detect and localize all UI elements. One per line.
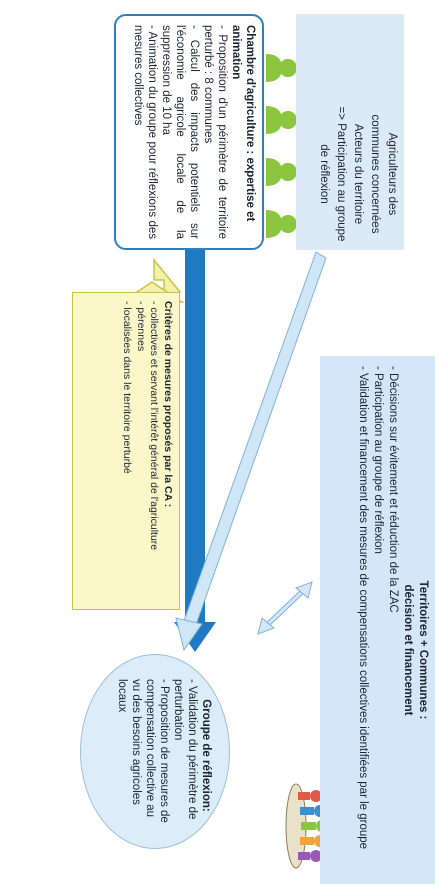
- criteres-box: Critères de mesures proposés par la CA :…: [72, 292, 180, 610]
- criteres-title: Critères de mesures proposés par la CA :: [162, 301, 174, 508]
- criteres-item: - localisées dans le territoire perturbé: [121, 301, 134, 474]
- territoires-item: - Participation au groupe de réflexion: [372, 366, 384, 554]
- territoires-item: - Décisions sur évitement et réduction d…: [387, 366, 399, 613]
- farmer-icon: [266, 106, 297, 134]
- chambre-item: - Animation du groupe pour réflexions de…: [132, 25, 158, 239]
- territoires-item: - Validation et financement des mesures …: [357, 366, 369, 850]
- chambre-item: - Proposition d'un périmètre de territoi…: [202, 25, 228, 239]
- chambre-item: - Calcul des impacts potentiels sur l'éc…: [160, 25, 200, 239]
- criteres-item: - collectives et servant l'intérêt génér…: [148, 301, 161, 551]
- groupe-title: Groupe de réflexion:: [200, 699, 212, 812]
- farmer-icon: [266, 210, 297, 238]
- chambre-title: Chambre d'agriculture : expertise et ani…: [230, 25, 256, 222]
- farmer-icon: [266, 54, 297, 82]
- territoires-subtitle: décision et financement: [402, 584, 414, 716]
- territoires-box: Territoires + Communes : décision et fin…: [320, 356, 435, 884]
- light-blue-arrow: [175, 251, 327, 652]
- criteres-item: - pérennes: [135, 301, 147, 352]
- territoires-title: Territoires + Communes :: [417, 580, 429, 720]
- agriculteurs-line: Agriculteurs des communes concernées: [369, 114, 398, 234]
- chambre-agriculture-box: Chambre d'agriculture : expertise et ani…: [114, 14, 264, 250]
- groupe-item: - Validation du périmètre de perturbatio…: [172, 679, 198, 820]
- agriculteurs-box: Agriculteurs des communes concernées Act…: [296, 14, 404, 250]
- farmer-icon: [266, 158, 297, 186]
- double-arrow: [257, 581, 313, 635]
- groupe-reflexion-ellipse: Groupe de réflexion: - Validation du pér…: [80, 654, 230, 849]
- groupe-item: - Proposition de mesures de compensation…: [116, 679, 170, 823]
- agriculteurs-line: => Participation au groupe de réflexion: [318, 106, 347, 242]
- agriculteurs-line: Acteurs du territoire: [352, 123, 364, 225]
